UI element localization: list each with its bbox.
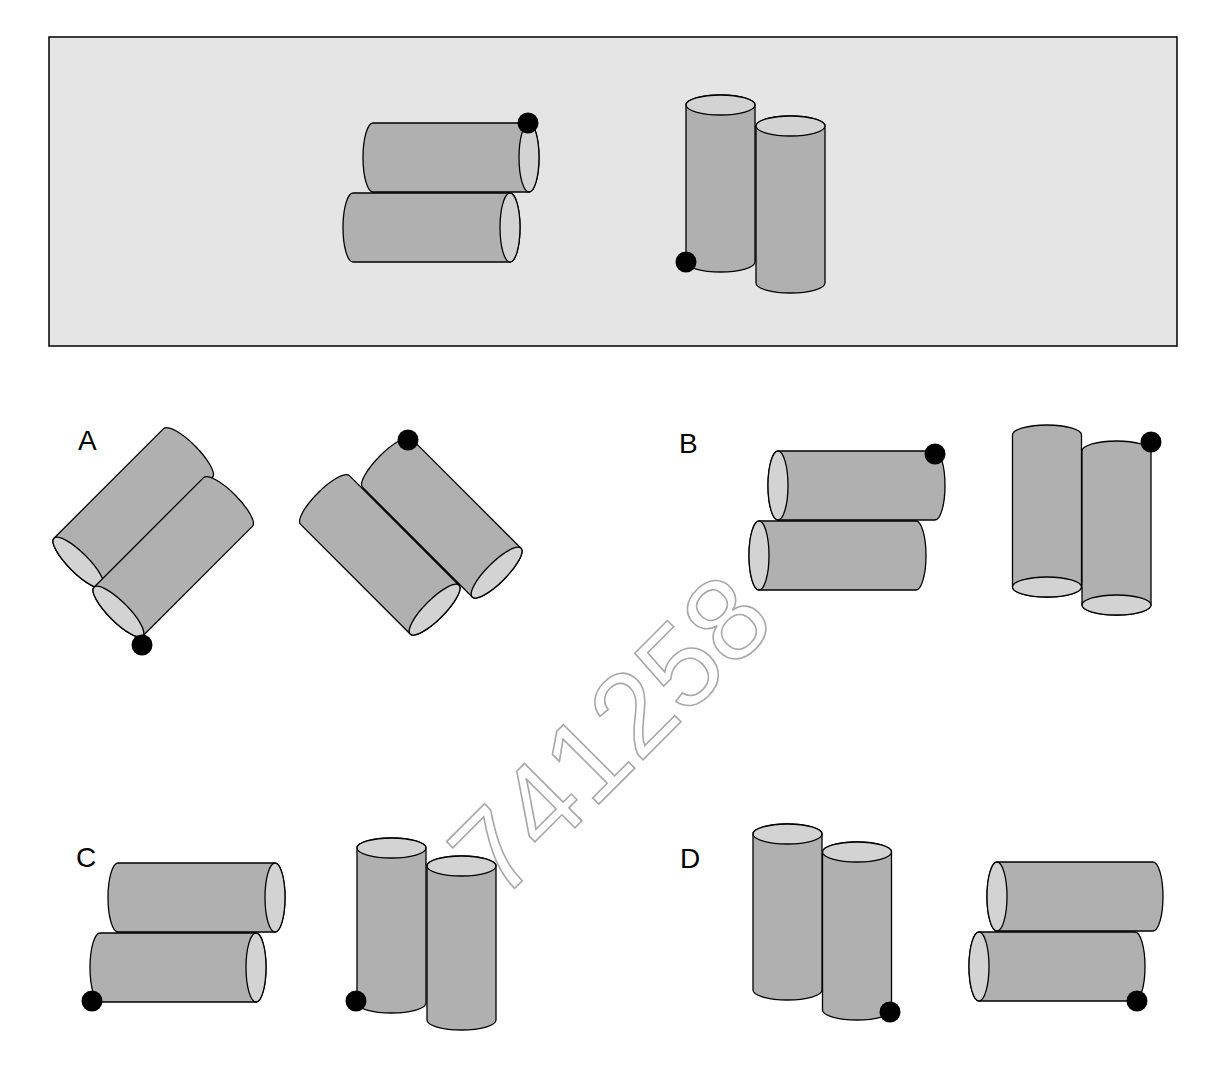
cylinder bbox=[823, 842, 892, 1020]
cylinder-body bbox=[749, 521, 926, 590]
cylinder bbox=[294, 469, 467, 642]
cylinder-body bbox=[1013, 425, 1082, 597]
marker-dot bbox=[346, 991, 367, 1012]
cylinder-end bbox=[403, 578, 466, 641]
cylinder bbox=[363, 123, 539, 192]
cylinder bbox=[1013, 425, 1082, 597]
cylinder-end bbox=[756, 116, 825, 136]
cylinder bbox=[768, 451, 945, 520]
option-letter: A bbox=[78, 427, 97, 455]
option-letter: B bbox=[679, 430, 698, 458]
cylinder-end bbox=[768, 451, 788, 520]
cylinder-body bbox=[108, 863, 285, 932]
cylinder-end bbox=[969, 932, 989, 1001]
marker-dot bbox=[82, 991, 103, 1012]
cylinder-end bbox=[1082, 595, 1151, 615]
cylinder-body bbox=[768, 451, 945, 520]
cylinder-body bbox=[90, 933, 266, 1002]
cylinder-body bbox=[823, 842, 892, 1020]
cylinder-end bbox=[465, 541, 528, 604]
marker-dot bbox=[880, 1002, 901, 1023]
cylinder-body bbox=[753, 824, 822, 1000]
cylinder-body bbox=[357, 838, 426, 1013]
cylinder bbox=[756, 116, 825, 293]
cylinder bbox=[108, 863, 285, 932]
option-letter: C bbox=[76, 844, 96, 872]
cylinder-body bbox=[686, 95, 755, 272]
marker-dot bbox=[1127, 991, 1148, 1012]
cylinder-end bbox=[500, 193, 520, 262]
marker-dot bbox=[398, 430, 419, 451]
cylinder-body bbox=[343, 193, 520, 262]
cylinder-body bbox=[756, 116, 825, 293]
marker-dot bbox=[132, 635, 153, 656]
cylinder-end bbox=[1013, 577, 1082, 597]
option-letter: D bbox=[680, 845, 700, 873]
marker-dot bbox=[518, 113, 539, 134]
cylinder-end bbox=[87, 580, 150, 643]
question-panel bbox=[49, 37, 1177, 346]
cylinder-end bbox=[357, 838, 426, 858]
cylinder bbox=[969, 932, 1145, 1001]
cylinder bbox=[87, 471, 260, 644]
cylinder-end bbox=[823, 842, 892, 862]
marker-dot bbox=[1141, 432, 1162, 453]
cylinder-body bbox=[969, 932, 1145, 1001]
cylinder-body bbox=[87, 471, 260, 644]
cylinder bbox=[343, 193, 520, 262]
cylinder-body bbox=[294, 469, 467, 642]
cylinder-end bbox=[246, 933, 266, 1002]
cylinder bbox=[753, 824, 822, 1000]
cylinder bbox=[90, 933, 266, 1002]
cylinder bbox=[357, 838, 426, 1013]
cylinder-end bbox=[749, 521, 769, 590]
cylinder-body bbox=[1082, 441, 1151, 615]
cylinder-end bbox=[265, 863, 285, 932]
cylinder bbox=[686, 95, 755, 272]
cylinder bbox=[1082, 441, 1151, 615]
cylinder-body bbox=[987, 862, 1163, 931]
cylinder-end bbox=[987, 862, 1007, 931]
watermark: 741258 bbox=[429, 554, 791, 916]
cylinder bbox=[749, 521, 926, 590]
marker-dot bbox=[676, 252, 697, 273]
cylinder-end bbox=[686, 95, 755, 115]
cylinder-end bbox=[753, 824, 822, 844]
cylinder-body bbox=[363, 123, 539, 192]
marker-dot bbox=[925, 444, 946, 465]
cylinder bbox=[987, 862, 1163, 931]
